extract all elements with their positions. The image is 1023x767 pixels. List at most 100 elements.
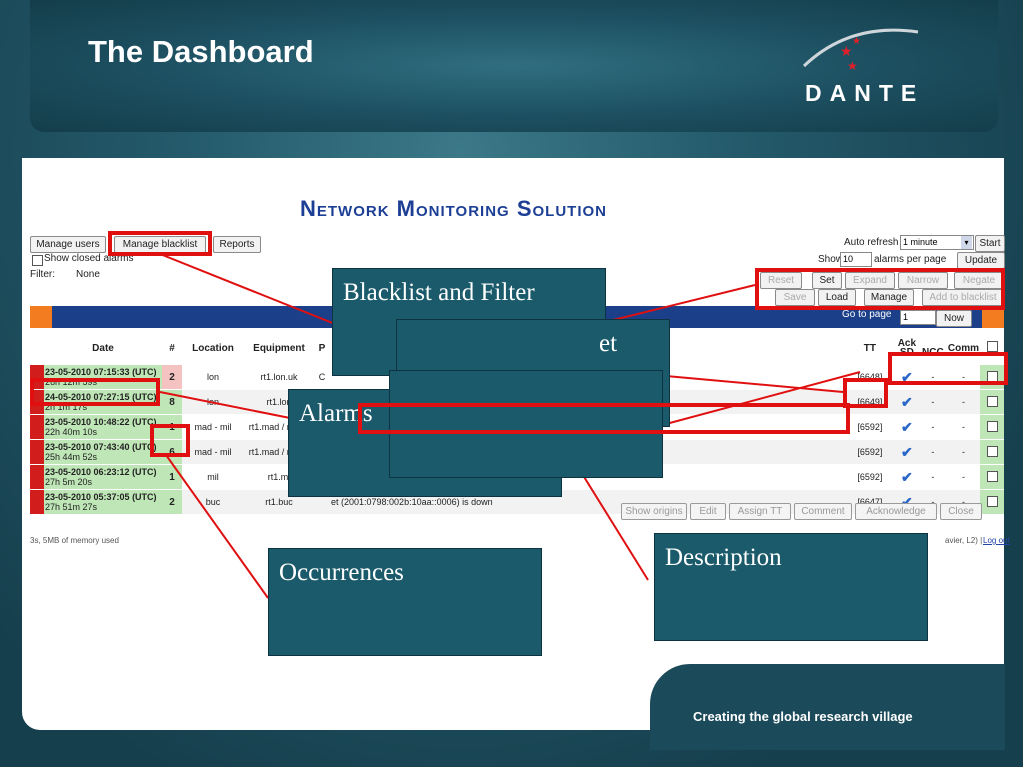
date-header[interactable]: Date — [92, 342, 114, 354]
p-header[interactable]: P — [318, 342, 326, 354]
slide-header — [30, 0, 998, 132]
date-value: 23-05-2010 10:48:22 (UTC) — [45, 417, 157, 427]
manage-button[interactable]: Manage — [864, 289, 914, 306]
location-header[interactable]: Location — [192, 342, 234, 354]
show-origins-button[interactable]: Show origins — [621, 503, 687, 520]
checkmark-icon: ✔ — [901, 443, 913, 460]
logout-link[interactable]: Log out — [983, 536, 1010, 545]
filter-controls-highlight — [755, 268, 1005, 310]
app-heading: Network Monitoring Solution — [300, 196, 607, 221]
tt-highlight — [843, 378, 888, 408]
ncc-cell: - — [918, 389, 947, 415]
comm-cell: - — [946, 414, 980, 440]
date-cell: 23-05-2010 07:43:40 (UTC)25h 44m 52s — [44, 439, 162, 465]
comm-cell: - — [946, 439, 980, 465]
date-value: 23-05-2010 07:15:33 (UTC) — [45, 367, 157, 377]
count-header[interactable]: # — [169, 342, 175, 354]
ack-label: Ack — [897, 338, 917, 349]
ack-sd-cell: ✔ — [894, 439, 919, 465]
location-cell: mad - mil — [182, 414, 244, 440]
age-value: 27h 51m 27s — [45, 502, 98, 512]
date-cell: 23-05-2010 10:48:22 (UTC)22h 40m 10s — [44, 414, 162, 440]
tt-cell[interactable]: [6592] — [844, 414, 895, 440]
select-cell[interactable] — [980, 489, 1004, 514]
date-value: 24-05-2010 07:27:15 (UTC) — [45, 392, 157, 402]
select-cell[interactable] — [980, 414, 1004, 440]
show-closed-checkbox[interactable] — [32, 255, 43, 266]
show-count-input[interactable]: 10 — [840, 252, 872, 267]
checkmark-icon: ✔ — [901, 418, 913, 435]
narrow-button[interactable]: Narrow — [898, 272, 948, 289]
dante-logo-arc-icon: ★ ★ ★ — [802, 28, 919, 73]
pager-last-icon[interactable] — [982, 306, 1004, 328]
row-checkbox[interactable] — [986, 395, 998, 407]
start-button[interactable]: Start — [975, 235, 1005, 252]
set-button[interactable]: Set — [812, 272, 842, 289]
filter-label: Filter: — [30, 269, 55, 280]
ack-sd-cell: ✔ — [894, 364, 919, 390]
location-cell: mil — [182, 464, 244, 490]
assign-tt-button[interactable]: Assign TT — [729, 503, 791, 520]
tt-header[interactable]: TT — [863, 342, 876, 354]
filter-value: None — [76, 269, 100, 280]
tagline: Creating the global research village — [693, 709, 913, 724]
ncc-cell: - — [918, 464, 947, 490]
select-cell[interactable] — [980, 389, 1004, 415]
location-cell: mad - mil — [182, 439, 244, 465]
occurrences-highlight — [150, 424, 190, 457]
goto-page-input[interactable]: 1 — [900, 310, 936, 325]
ncc-cell: - — [918, 364, 947, 390]
comm-header: Comm — [947, 342, 979, 354]
edit-button[interactable]: Edit — [690, 503, 726, 520]
checkmark-icon: ✔ — [901, 493, 913, 510]
row-checkbox[interactable] — [986, 420, 998, 432]
description-highlight — [358, 403, 850, 434]
occurrences-connector — [165, 454, 269, 599]
row-checkbox[interactable] — [986, 495, 998, 507]
tt-cell[interactable]: [6592] — [844, 439, 895, 465]
severity-cell — [30, 439, 44, 465]
comment-button[interactable]: Comment — [794, 503, 852, 520]
equipment-header[interactable]: Equipment — [253, 342, 305, 354]
reports-button[interactable]: Reports — [213, 236, 261, 253]
tt-connector — [665, 375, 844, 393]
severity-cell — [30, 464, 44, 490]
checkmark-icon: ✔ — [901, 368, 913, 385]
ncc-cell: - — [918, 439, 947, 465]
close-button[interactable]: Close — [940, 503, 982, 520]
reset-button[interactable]: Reset — [760, 272, 802, 289]
blacklist-connector-right — [604, 284, 756, 323]
tt-cell[interactable]: [6592] — [844, 464, 895, 490]
ack-sd-cell: ✔ — [894, 389, 919, 415]
user-note: avier, L2) | — [945, 536, 983, 545]
date-value: 23-05-2010 07:43:40 (UTC) — [45, 442, 157, 452]
load-button[interactable]: Load — [818, 289, 856, 306]
count-cell[interactable]: 2 — [162, 489, 182, 514]
row-checkbox[interactable] — [986, 470, 998, 482]
now-button[interactable]: Now — [936, 310, 972, 327]
auto-refresh-select[interactable]: 1 minute ▾ — [900, 235, 974, 250]
show-label: Show — [818, 254, 844, 265]
row-checkbox[interactable] — [986, 445, 998, 457]
age-value: 25h 44m 52s — [45, 452, 98, 462]
chevron-down-icon: ▾ — [961, 236, 972, 249]
count-cell[interactable]: 6 — [162, 439, 182, 465]
manage-users-button[interactable]: Manage users — [30, 236, 106, 253]
svg-text:★: ★ — [840, 43, 853, 59]
select-cell[interactable] — [980, 464, 1004, 490]
expand-button[interactable]: Expand — [845, 272, 895, 289]
age-value: 26h 12m 59s — [45, 377, 98, 387]
select-cell[interactable] — [980, 439, 1004, 465]
select-all-checkbox[interactable] — [986, 341, 998, 352]
checkmark-icon: ✔ — [901, 393, 913, 410]
acknowledge-button[interactable]: Acknowledge — [855, 503, 937, 520]
pager-first-icon[interactable] — [30, 306, 52, 328]
count-cell[interactable]: 2 — [162, 364, 182, 390]
select-all-header[interactable] — [980, 332, 1004, 365]
auto-refresh-value: 1 minute — [903, 237, 938, 247]
select-cell[interactable] — [980, 364, 1004, 390]
goto-page-label: Go to page — [842, 309, 892, 320]
save-button[interactable]: Save — [775, 289, 815, 306]
